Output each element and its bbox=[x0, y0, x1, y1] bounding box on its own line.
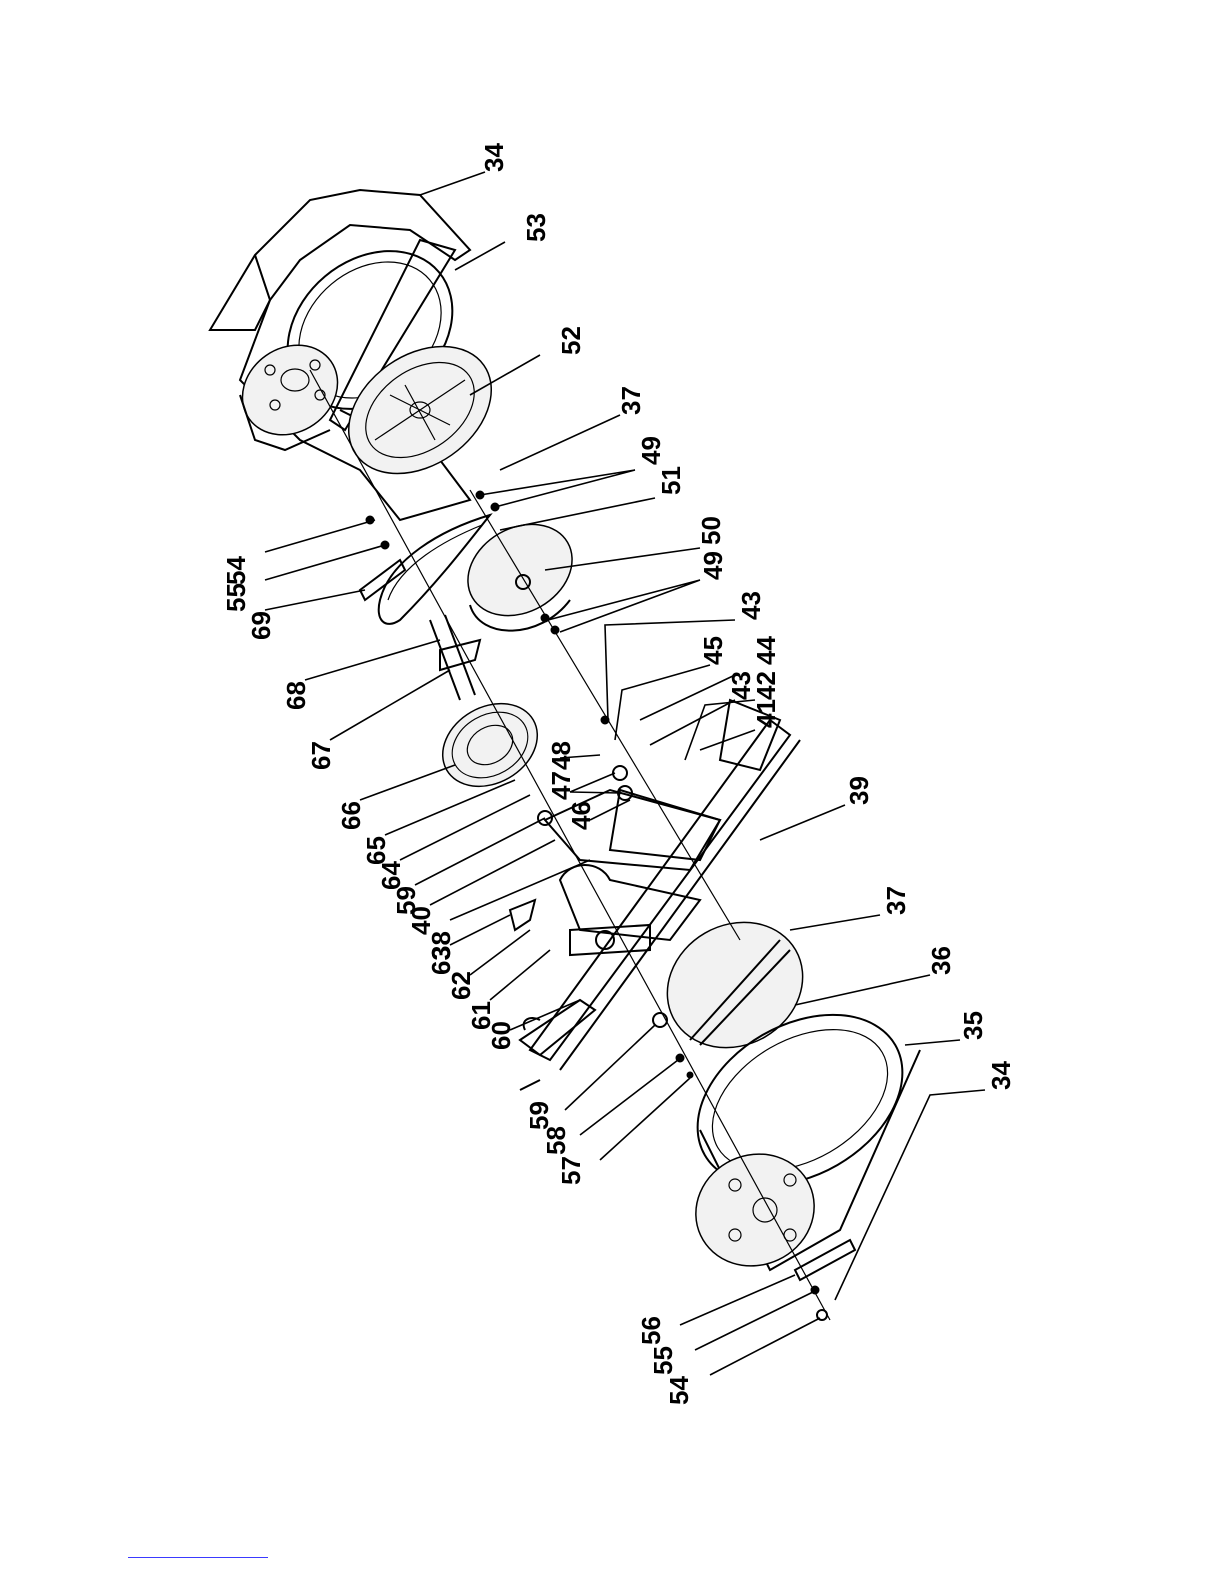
callout-49-mid: 49 bbox=[698, 551, 728, 580]
callout-46: 46 bbox=[566, 801, 596, 830]
callouts: 34 53 52 37 49 51 50 49 43 45 44 43 42 4… bbox=[221, 143, 1016, 1405]
callout-64: 64 bbox=[376, 861, 406, 890]
callout-55-bottom: 55 bbox=[648, 1346, 678, 1375]
callout-37-top: 37 bbox=[616, 386, 646, 415]
callout-50: 50 bbox=[696, 516, 726, 545]
callout-42: 42 bbox=[751, 671, 781, 700]
callout-60: 60 bbox=[486, 1021, 516, 1050]
callout-65: 65 bbox=[361, 836, 391, 865]
callout-69: 69 bbox=[246, 611, 276, 640]
callout-44: 44 bbox=[751, 636, 781, 665]
callout-48: 48 bbox=[546, 741, 576, 770]
callout-41: 41 bbox=[751, 699, 781, 728]
callout-40: 40 bbox=[406, 906, 436, 935]
callout-68: 68 bbox=[281, 681, 311, 710]
callout-57: 57 bbox=[556, 1156, 586, 1185]
callout-45: 45 bbox=[698, 636, 728, 665]
callout-59-bottom: 59 bbox=[524, 1101, 554, 1130]
leader-lines bbox=[265, 172, 985, 1375]
callout-53: 53 bbox=[521, 213, 551, 242]
callout-37-bottom: 37 bbox=[881, 886, 911, 915]
callout-34-bottom: 34 bbox=[986, 1061, 1016, 1090]
callout-55-top: 55 bbox=[221, 583, 251, 612]
callout-34-top: 34 bbox=[479, 143, 509, 172]
callout-49-top: 49 bbox=[636, 436, 666, 465]
callout-62: 62 bbox=[446, 971, 476, 1000]
callout-54-bottom: 54 bbox=[664, 1376, 694, 1405]
footer-rule bbox=[128, 1557, 268, 1558]
callout-43-top: 43 bbox=[736, 591, 766, 620]
callout-63: 63 bbox=[426, 946, 456, 975]
callout-54-top: 54 bbox=[221, 556, 251, 585]
callout-51: 51 bbox=[656, 466, 686, 495]
callout-47: 47 bbox=[546, 771, 576, 800]
callout-39: 39 bbox=[844, 776, 874, 805]
callout-66: 66 bbox=[336, 801, 366, 830]
callout-67: 67 bbox=[306, 741, 336, 770]
callout-36: 36 bbox=[926, 946, 956, 975]
callout-58: 58 bbox=[541, 1126, 571, 1155]
callout-52: 52 bbox=[556, 326, 586, 355]
callout-56: 56 bbox=[636, 1316, 666, 1345]
callout-35: 35 bbox=[958, 1011, 988, 1040]
